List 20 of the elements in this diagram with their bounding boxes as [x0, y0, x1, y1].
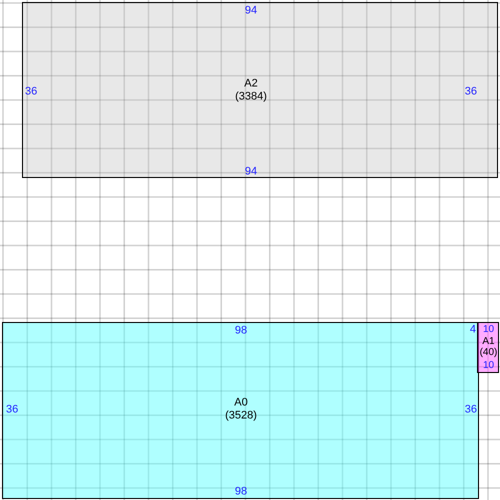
area-rectangle	[2, 322, 479, 499]
area-value: (3528)	[225, 410, 257, 422]
dimension-label: 36	[6, 404, 18, 416]
area-rectangle	[477, 322, 499, 373]
area-value: (3384)	[235, 92, 267, 102]
dimension-label: 98	[234, 326, 248, 336]
dimension-label: 10	[482, 360, 494, 370]
area-name: A0	[234, 398, 248, 408]
dimension-label: 4	[470, 324, 476, 336]
dimension-label: 36	[25, 86, 38, 98]
area-name: A1	[482, 336, 495, 346]
area-name: A2	[244, 78, 258, 90]
dimension-label: 98	[234, 486, 248, 498]
area-rectangle	[22, 2, 498, 178]
dimension-label: 36	[464, 404, 477, 416]
dimension-label: 94	[244, 166, 258, 178]
area-value: (40)	[480, 348, 498, 358]
dimension-label: 10	[482, 325, 494, 335]
dimension-label: 36	[464, 86, 477, 98]
dimension-label: 94	[244, 6, 258, 16]
